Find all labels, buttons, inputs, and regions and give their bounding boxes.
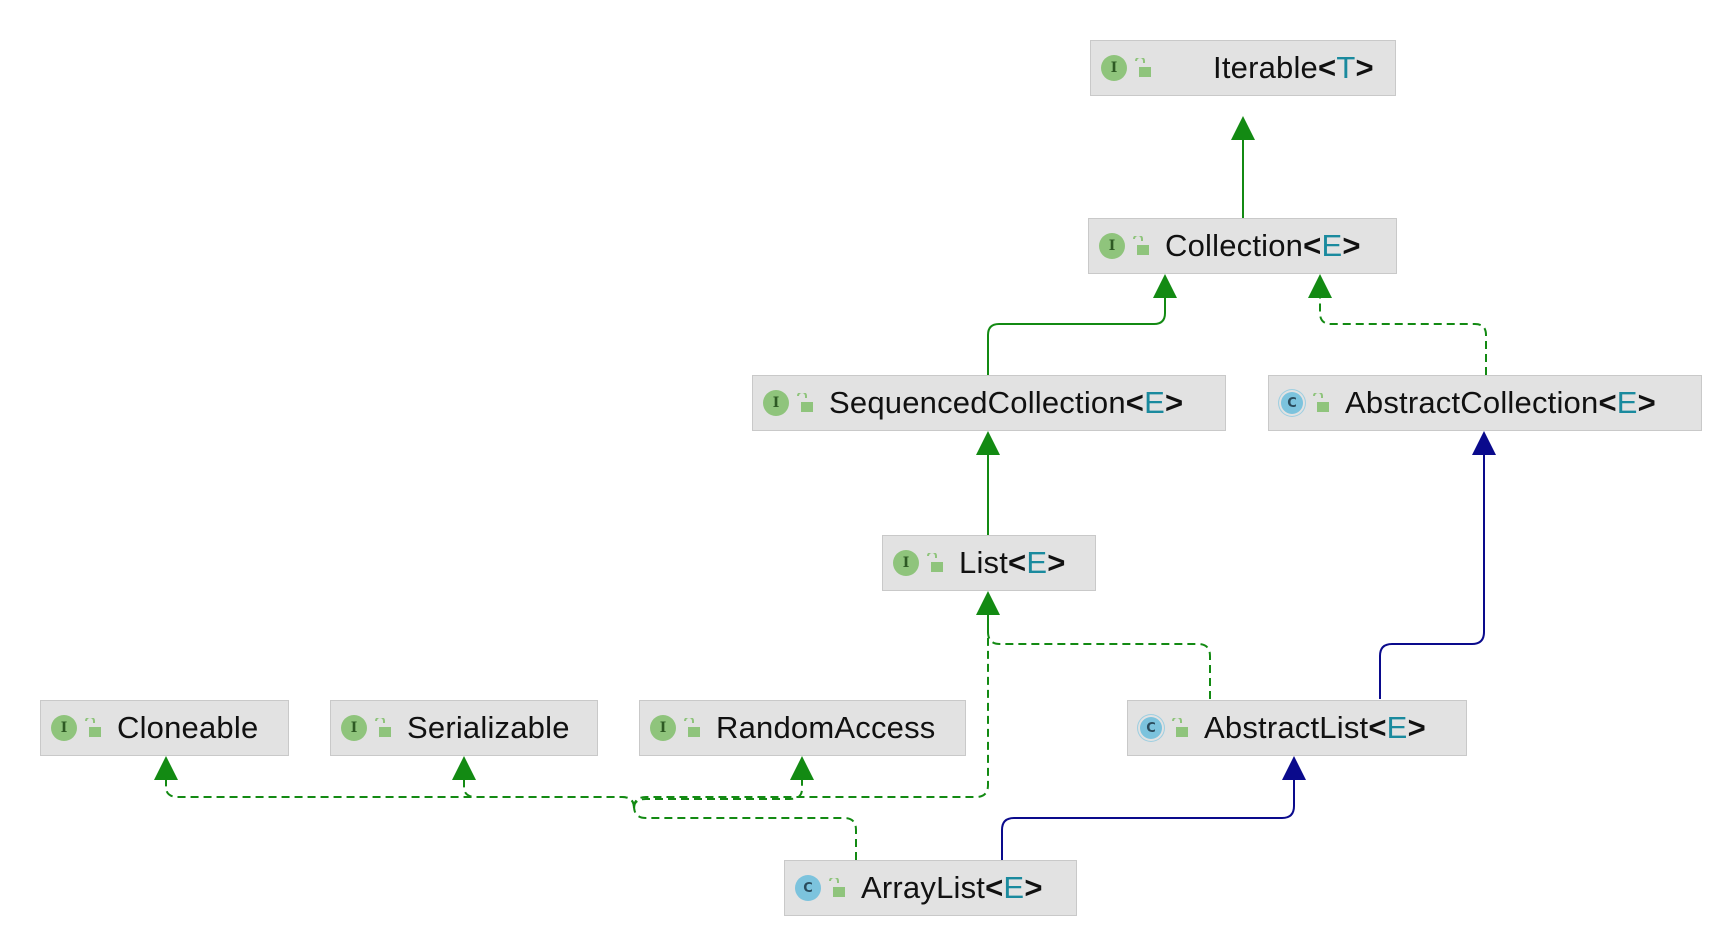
edge-sequenced-collection <box>987 274 1177 375</box>
node-cloneable[interactable]: I Cloneable <box>40 700 289 756</box>
abstract-class-icon: C <box>1279 390 1305 416</box>
node-serializable[interactable]: I Serializable <box>330 700 598 756</box>
node-sequenced-collection[interactable]: I SequencedCollection<E> <box>752 375 1226 431</box>
node-arraylist[interactable]: C ArrayList<E> <box>784 860 1077 916</box>
interface-icon: I <box>1101 55 1127 81</box>
unlock-icon <box>684 718 700 737</box>
interface-icon: I <box>1099 233 1125 259</box>
unlock-icon <box>85 718 101 737</box>
unlock-icon <box>1313 393 1329 412</box>
arrowhead-randomaccess <box>790 756 814 780</box>
node-label: Iterable<T> <box>1213 50 1374 85</box>
node-label: Collection<E> <box>1165 228 1361 263</box>
node-label: AbstractCollection<E> <box>1345 385 1656 420</box>
node-label: RandomAccess <box>716 710 936 745</box>
edge-abstractlist-abstractcollection <box>1379 431 1496 699</box>
node-random-access[interactable]: I RandomAccess <box>639 700 966 756</box>
node-label: List<E> <box>959 545 1066 580</box>
edge-arraylist-abstractlist <box>1001 756 1306 860</box>
class-icon: C <box>795 875 821 901</box>
interface-icon: I <box>893 550 919 576</box>
node-label: ArrayList<E> <box>861 870 1043 905</box>
unlock-icon <box>797 393 813 412</box>
node-label: AbstractList<E> <box>1204 710 1426 745</box>
edge-abstractlist-list <box>976 591 1211 699</box>
interface-icon: I <box>341 715 367 741</box>
unlock-icon <box>1133 236 1149 255</box>
node-list[interactable]: I List<E> <box>882 535 1096 591</box>
node-abstract-collection[interactable]: C AbstractCollection<E> <box>1268 375 1702 431</box>
edge-arraylist-interfaces <box>165 615 989 860</box>
interface-icon: I <box>763 390 789 416</box>
interface-icon: I <box>51 715 77 741</box>
node-label: Cloneable <box>117 710 259 745</box>
node-collection[interactable]: I Collection<E> <box>1088 218 1397 274</box>
unlock-icon <box>1135 58 1151 77</box>
edge-collection-iterable <box>1231 116 1255 218</box>
unlock-icon <box>927 553 943 572</box>
node-abstract-list[interactable]: C AbstractList<E> <box>1127 700 1467 756</box>
interface-icon: I <box>650 715 676 741</box>
node-label: Serializable <box>407 710 570 745</box>
unlock-icon <box>1172 718 1188 737</box>
arrowhead-cloneable <box>154 756 178 780</box>
unlock-icon <box>829 878 845 897</box>
arrowhead-serializable <box>452 756 476 780</box>
unlock-icon <box>375 718 391 737</box>
edge-abstractcollection-collection <box>1308 274 1487 375</box>
node-iterable[interactable]: I Iterable<T> <box>1090 40 1396 96</box>
node-label: SequencedCollection<E> <box>829 385 1184 420</box>
edge-list-sequenced <box>976 431 1000 535</box>
abstract-class-icon: C <box>1138 715 1164 741</box>
